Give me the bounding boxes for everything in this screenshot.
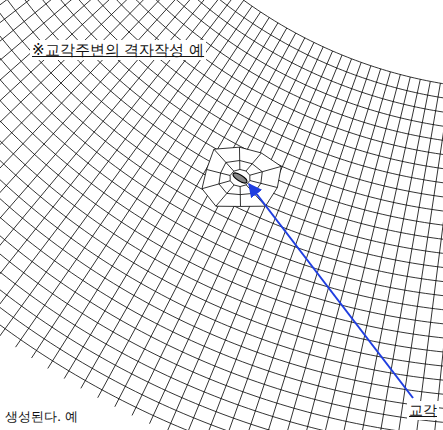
mesh-line xyxy=(0,0,99,15)
mesh-line xyxy=(35,0,443,160)
mesh-line xyxy=(295,75,401,430)
mesh-line xyxy=(0,0,443,258)
mesh-line xyxy=(0,0,148,162)
mesh-line xyxy=(0,0,219,300)
mesh-line xyxy=(370,83,440,430)
mesh-line xyxy=(0,0,182,235)
mesh-line xyxy=(246,153,261,171)
mesh-line xyxy=(240,187,241,207)
mesh-line xyxy=(258,69,381,430)
mesh-line xyxy=(0,0,189,249)
mesh-line xyxy=(0,0,443,342)
mesh-line xyxy=(0,0,443,384)
mesh-line xyxy=(230,169,250,186)
mesh-line xyxy=(0,0,142,146)
mesh-line xyxy=(202,181,230,189)
mesh-line xyxy=(239,66,371,430)
mesh-line xyxy=(0,0,155,177)
mesh-line xyxy=(0,0,227,313)
leader-arrow xyxy=(249,184,413,398)
mesh-line xyxy=(0,0,175,221)
mesh-line xyxy=(214,149,234,171)
mesh-line xyxy=(216,185,234,206)
mesh-line xyxy=(0,0,212,288)
mesh-line xyxy=(203,59,352,430)
mesh-line xyxy=(0,0,104,32)
mesh-line xyxy=(0,0,443,398)
mesh-line xyxy=(0,0,443,300)
figure-title: ※교각주변의 격자작성 예 xyxy=(30,40,206,60)
mesh-line xyxy=(0,0,161,192)
callout-label: 교각 xyxy=(407,401,439,420)
mesh-line xyxy=(219,161,262,195)
pier-shape xyxy=(232,171,249,185)
refined-mesh xyxy=(202,147,281,206)
mesh-line xyxy=(0,0,443,370)
mesh-blank xyxy=(202,147,281,206)
mesh-line xyxy=(239,147,240,169)
mesh-line xyxy=(408,86,443,430)
mesh-line xyxy=(0,0,168,206)
mesh-line xyxy=(207,169,231,175)
mesh-line xyxy=(167,51,332,430)
mesh-line xyxy=(250,166,281,175)
mesh-line xyxy=(0,0,443,230)
mesh-line xyxy=(332,79,420,430)
mesh-line xyxy=(427,87,443,430)
mesh-line xyxy=(0,0,236,324)
mesh-line xyxy=(0,0,136,131)
mesh-line xyxy=(185,55,342,430)
mesh-line xyxy=(60,0,443,132)
mesh-line xyxy=(250,181,277,188)
mesh-line xyxy=(351,81,430,430)
mesh-line xyxy=(98,33,296,398)
mesh-line xyxy=(0,0,443,244)
mesh-line xyxy=(0,0,443,356)
body-text-fragment: 생성된다. 예 xyxy=(3,408,80,426)
mesh-line xyxy=(149,47,323,424)
mesh-line xyxy=(132,42,314,415)
